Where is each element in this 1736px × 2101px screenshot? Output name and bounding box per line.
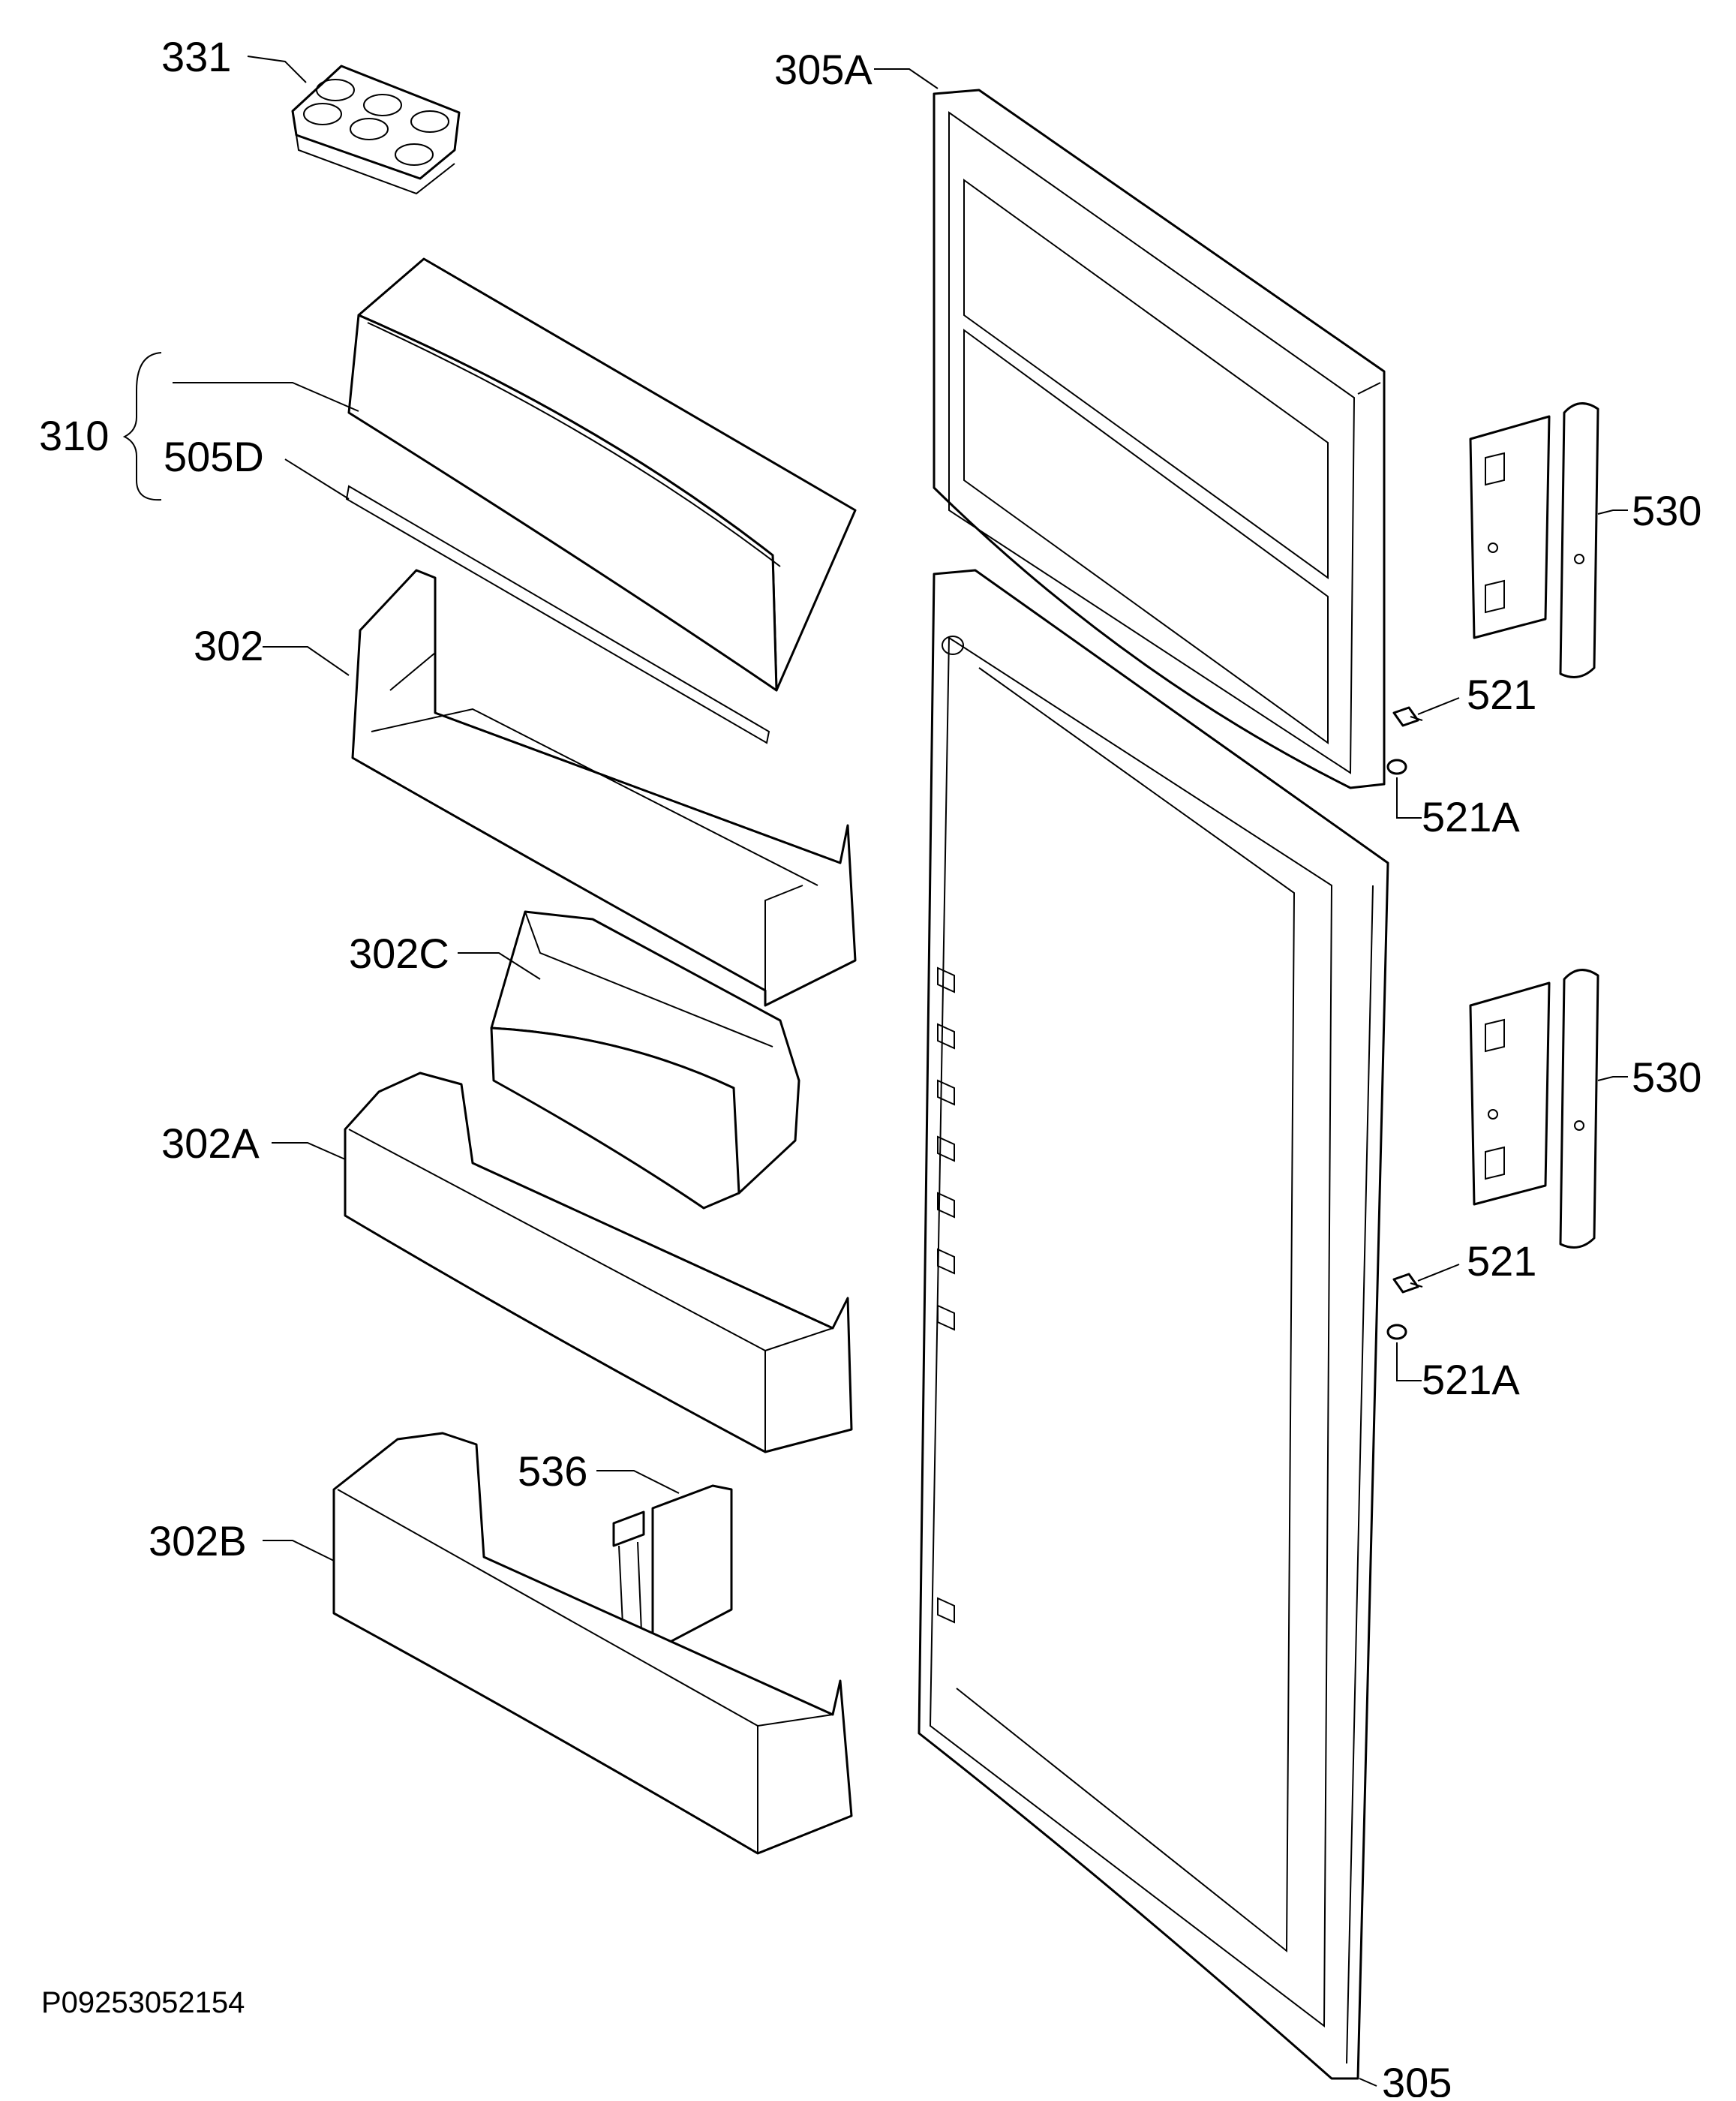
label-521A-lower: 521A bbox=[1422, 1356, 1520, 1403]
leader-302B bbox=[263, 1540, 335, 1561]
label-521A-upper: 521A bbox=[1422, 793, 1520, 840]
leader-521-lower bbox=[1417, 1264, 1460, 1282]
leader-331 bbox=[247, 56, 307, 83]
door-handle-530-upper bbox=[1469, 402, 1599, 678]
leader-302A bbox=[272, 1142, 346, 1160]
label-530-lower: 530 bbox=[1632, 1054, 1701, 1101]
label-536: 536 bbox=[518, 1447, 587, 1495]
hinge-pin-521-upper bbox=[1392, 706, 1423, 727]
label-530-upper: 530 bbox=[1632, 487, 1701, 534]
door-shelf-302 bbox=[351, 569, 857, 1007]
egg-tray-331 bbox=[291, 65, 461, 195]
label-305A: 305A bbox=[774, 46, 873, 93]
door-handle-530-lower bbox=[1469, 969, 1599, 1249]
leader-530-lower bbox=[1597, 1076, 1628, 1081]
shelf-cover-310 bbox=[345, 257, 857, 744]
small-bin-302C bbox=[490, 910, 800, 1210]
leader-302C bbox=[458, 952, 541, 980]
label-505D: 505D bbox=[164, 433, 264, 480]
leader-521A-lower bbox=[1396, 1342, 1422, 1381]
leader-521A-upper bbox=[1396, 777, 1422, 819]
label-302A: 302A bbox=[161, 1120, 260, 1167]
fridge-door-305 bbox=[918, 569, 1389, 2080]
leader-305A bbox=[874, 68, 939, 89]
door-shelf-302A bbox=[344, 1072, 853, 1453]
leader-536 bbox=[596, 1470, 680, 1494]
label-521-lower: 521 bbox=[1467, 1237, 1536, 1285]
label-305: 305 bbox=[1382, 2059, 1452, 2097]
leader-505D bbox=[284, 458, 350, 500]
label-331: 331 bbox=[161, 33, 231, 80]
brace-310 bbox=[122, 352, 162, 501]
leader-305 bbox=[1359, 2078, 1377, 2087]
label-302C: 302C bbox=[349, 930, 449, 977]
leader-310 bbox=[173, 382, 359, 412]
label-521-upper: 521 bbox=[1467, 671, 1536, 718]
label-302: 302 bbox=[194, 622, 263, 669]
leader-530-upper bbox=[1597, 509, 1628, 515]
washer-521A-upper bbox=[1386, 759, 1407, 775]
label-310: 310 bbox=[39, 412, 109, 459]
freezer-door-305A bbox=[933, 89, 1386, 789]
door-shelf-302B bbox=[332, 1432, 853, 1855]
label-302B: 302B bbox=[149, 1517, 247, 1564]
hinge-pin-521-lower bbox=[1392, 1273, 1423, 1294]
divider-536 bbox=[612, 1484, 733, 1649]
leader-521-upper bbox=[1417, 697, 1460, 715]
washer-521A-lower bbox=[1386, 1324, 1407, 1340]
drawing-code: P09253052154 bbox=[41, 1986, 245, 2019]
leader-302 bbox=[263, 646, 350, 676]
